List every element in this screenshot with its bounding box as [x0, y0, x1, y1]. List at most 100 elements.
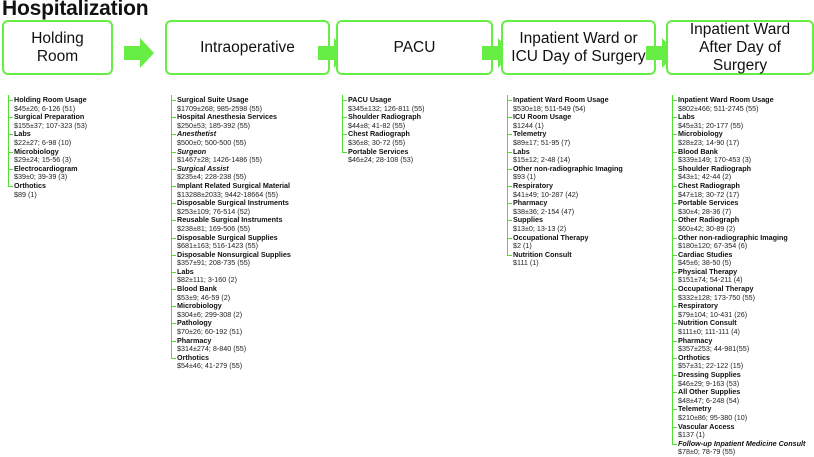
cost-item-name: Surgical Assist	[177, 163, 229, 173]
cost-item-value: $79±104; 10-431 (26)	[678, 309, 748, 319]
cost-item-value: $357±253; 44-981(55)	[678, 344, 750, 354]
connector-tick	[171, 357, 176, 359]
cost-item-name: Chest Radiograph	[678, 180, 740, 190]
connector-tick	[672, 323, 677, 325]
cost-item-list: Inpatient Ward Room Usage$802±466; 511-2…	[672, 95, 806, 457]
cost-item-name: Microbiology	[14, 146, 59, 156]
cost-item-name: Blood Bank	[678, 146, 718, 156]
cost-item: Shoulder Radiograph$44±8; 41-82 (55)	[342, 113, 425, 130]
cost-item-value: $89±17; 51-95 (7)	[513, 137, 571, 147]
cost-item: Implant Related Surgical Material$13288±…	[171, 181, 291, 199]
cost-item-value: $57±31; 22-122 (15)	[678, 361, 744, 371]
cost-item-list: Surgical Suite Usage$1709±268; 985-2598 …	[171, 95, 291, 371]
cost-item-value: $500±0; 500-500 (55)	[177, 137, 247, 147]
cost-item-value: $53±9; 46-59 (2)	[177, 292, 231, 302]
cost-item: Labs$82±111; 3-160 (2)	[171, 267, 291, 285]
cost-item: Portable Services$46±24; 28-108 (53)	[342, 146, 425, 165]
cost-item-value: $54±46; 41-279 (55)	[177, 361, 243, 371]
connector-tick	[672, 237, 677, 239]
connector-tick	[507, 254, 512, 256]
cost-item-value: $28±23; 14-90 (17)	[678, 137, 740, 147]
cost-item: Physical Therapy$151±74; 54-211 (4)	[672, 267, 805, 285]
connector-tick	[672, 443, 677, 445]
connector-tick	[507, 168, 512, 170]
connector-tick	[672, 426, 677, 428]
cost-item-name: Shoulder Radiograph	[348, 112, 422, 122]
cost-item-name: Pharmacy	[678, 335, 713, 345]
cost-item: Telemetry$210±86; 95-380 (10)	[672, 405, 805, 422]
cost-item-name: Labs	[678, 112, 695, 122]
cost-item-value: $155±37; 107-323 (53)	[14, 120, 88, 130]
cost-item: Supplies$13±0; 13-13 (2)	[507, 216, 623, 233]
stage-label: Holding Room	[31, 29, 84, 65]
cost-item-name: Anesthetist	[177, 129, 217, 139]
connector-tick	[342, 117, 347, 119]
connector-tick	[507, 117, 512, 119]
cost-item: Surgical Assist$235±4; 228-238 (55)	[171, 163, 291, 182]
cost-item-value: $36±8; 30-72 (55)	[348, 137, 406, 147]
connector-tick	[8, 151, 13, 153]
cost-item-value: $22±27; 6-98 (10)	[14, 137, 72, 147]
connector-tick	[672, 375, 677, 376]
cost-item-name: Inpatient Ward Room Usage	[678, 95, 774, 104]
cost-item: Nutrition Consult$111±0; 111-111 (4)	[672, 319, 805, 336]
cost-item-name: Orthotics	[678, 352, 710, 362]
connector-tick	[507, 203, 512, 205]
cost-item: Blood Bank$53±9; 46-59 (2)	[171, 284, 291, 302]
stage-label: Inpatient Ward or ICU Day of Surgery	[511, 29, 646, 65]
connector-tick	[342, 100, 347, 101]
cost-item-name: Vascular Access	[678, 421, 735, 431]
cost-item-name: Portable Services	[678, 198, 739, 208]
cost-item-name: Microbiology	[678, 129, 723, 139]
cost-item: Occupational Therapy$332±128; 173-750 (5…	[672, 284, 805, 302]
connector-line	[507, 95, 508, 255]
stage-label: Inpatient Ward After Day of Surgery	[689, 20, 791, 74]
cost-item-name: Surgical Preparation	[14, 112, 85, 122]
connector-tick	[171, 340, 176, 342]
cost-item: All Other Supplies$48±47; 6-248 (54)	[672, 388, 805, 405]
connector-tick	[171, 254, 176, 256]
cost-item-value: $238±81; 169-506 (55)	[177, 223, 251, 233]
cost-item-list: Inpatient Ward Room Usage$530±18; 511-54…	[507, 95, 623, 268]
cost-item: Hospital Anesthesia Services$250±53; 185…	[171, 113, 291, 130]
cost-item-name: Shoulder Radiograph	[678, 163, 752, 173]
connector-tick	[507, 237, 512, 239]
cost-item-name: Other non-radiographic Imaging	[513, 163, 623, 173]
diagram-title: Hospitalization	[2, 0, 149, 20]
stage-box: Inpatient Ward After Day of Surgery	[666, 20, 814, 75]
connector-tick	[672, 340, 677, 342]
cost-item-value: $13288±2033; 9442-18664 (55)	[177, 189, 279, 199]
cost-item: Follow-up Inpatient Medicine Consult$78±…	[672, 438, 806, 457]
cost-item: Disposable Surgical Supplies$681±163; 51…	[171, 233, 291, 251]
cost-item: Portable Services$30±4; 28-36 (7)	[672, 199, 805, 216]
connector-tick	[171, 220, 176, 222]
cost-item: PACU Usage$345±132; 126-811 (55)	[342, 95, 425, 113]
connector-tick	[672, 409, 677, 411]
connector-tick	[8, 134, 13, 136]
cost-item: Surgical Preparation$155±37; 107-323 (53…	[8, 113, 87, 130]
cost-item-name: Portable Services	[348, 146, 409, 156]
connector-tick	[342, 151, 347, 153]
cost-item-value: $29±24; 15-56 (3)	[14, 155, 72, 165]
cost-item-value: $44±8; 41-82 (55)	[348, 120, 406, 130]
cost-item: Labs$45±31; 20-177 (55)	[672, 113, 805, 130]
right-arrow-icon	[124, 38, 154, 68]
cost-item: Orthotics$57±31; 22-122 (15)	[672, 352, 805, 371]
cost-item-name: Pathology	[177, 318, 212, 328]
cost-item-value: $15±12; 2-48 (14)	[513, 155, 571, 165]
cost-item-value: $89 (1)	[14, 189, 37, 199]
cost-item-name: All Other Supplies	[678, 387, 741, 397]
cost-item-value: $210±86; 95-380 (10)	[678, 412, 748, 422]
cost-item-value: $43±1; 42-44 (2)	[678, 172, 732, 182]
cost-item-value: $235±4; 228-238 (55)	[177, 172, 247, 182]
connector-tick	[171, 323, 176, 325]
cost-item-name: Surgical Suite Usage	[177, 95, 249, 104]
cost-item-value: $60±42; 30-89 (2)	[678, 223, 736, 233]
cost-item-value: $45±6; 38-50 (5)	[678, 258, 732, 268]
cost-item: Surgeon$1467±28; 1426-1486 (55)	[171, 147, 291, 165]
cost-item-value: $13±0; 13-13 (2)	[513, 223, 567, 233]
connector-tick	[672, 168, 677, 170]
cost-item-name: Telemetry	[513, 129, 547, 139]
cost-item-value: $345±132; 126-811 (55)	[348, 103, 425, 113]
cost-item-name: Follow-up Inpatient Medicine Consult	[678, 438, 806, 448]
